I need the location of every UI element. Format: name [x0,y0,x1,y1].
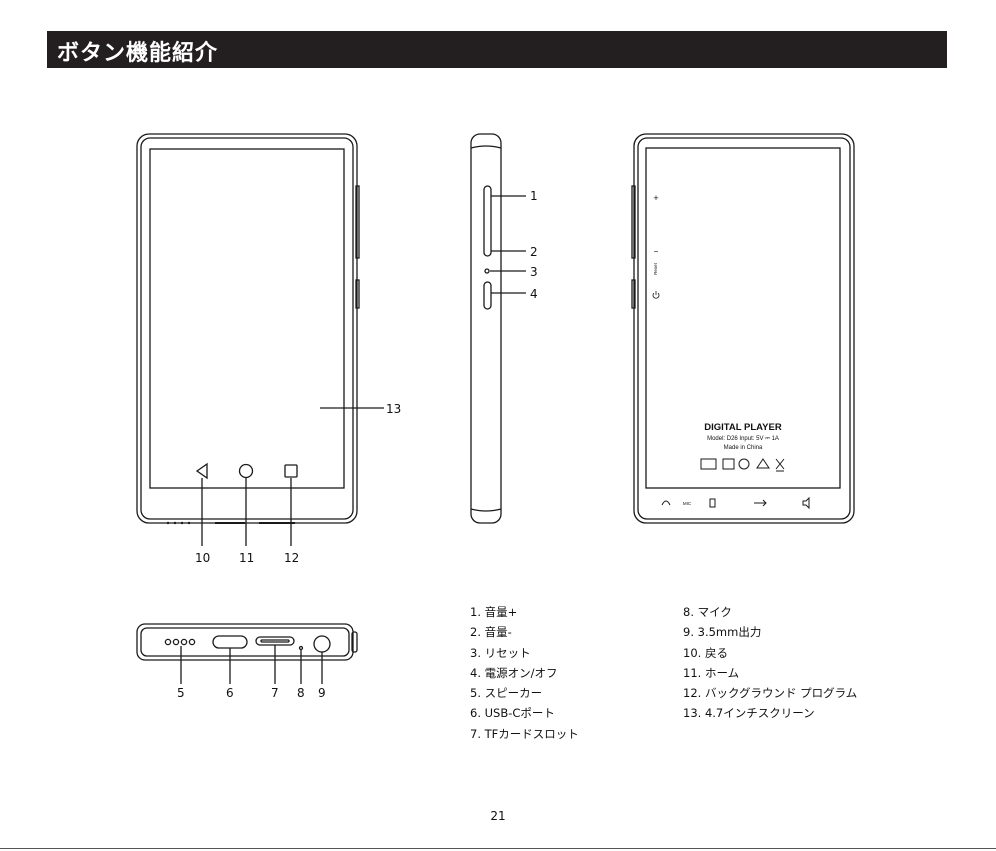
bottom-view [137,624,357,684]
legend-item: 13. 4.7インチスクリーン [683,703,857,723]
back-label-brand: DIGITAL PLAYER [704,422,782,433]
front-view [137,134,384,546]
legend-item: 2. 音量- [470,622,579,642]
legend-item: 8. マイク [683,602,857,622]
headphone-icon [662,501,670,505]
footer-rule [0,848,996,849]
reset-hole [485,269,489,273]
callout-9: 9 [318,686,326,700]
volume-up-button [484,186,491,256]
back-body [634,134,854,523]
callout-11: 11 [239,551,254,565]
back-port-mic: MIC [683,501,692,506]
side-body [471,134,501,523]
recents-nav-icon [285,465,297,477]
legend-right: 8. マイク 9. 3.5mm出力 10. 戻る 11. ホーム 12. バック… [683,602,857,724]
speaker-holes [165,639,194,644]
back-label-origin: Made in China [724,445,763,451]
power-symbol-icon [653,291,659,298]
mic-hole [300,647,303,650]
legend-item: 5. スピーカー [470,683,579,703]
front-body-inner [141,138,353,519]
side-cap-top [471,146,501,148]
callout-3: 3 [530,265,538,279]
callout-7: 7 [271,686,279,700]
speaker-icon [803,498,809,508]
ukca-mark [723,459,734,469]
callout-6: 6 [226,686,234,700]
legend-item: 6. USB-Cポート [470,703,579,723]
sd-card-icon [710,499,715,507]
back-nav-icon [197,464,207,478]
back-body-inner [638,138,850,519]
callout-13: 13 [386,402,401,416]
callout-1: 1 [530,189,538,203]
page-number: 21 [0,809,996,823]
recycle-icon [757,459,769,468]
back-side-minus: − [654,247,659,256]
front-screen [150,149,344,488]
fc-mark [701,459,716,469]
usb-c-port [213,636,247,648]
home-nav-icon [240,465,253,478]
side-view [471,134,526,523]
back-view [632,134,854,523]
legend-item: 3. リセット [470,643,579,663]
callout-10: 10 [195,551,210,565]
legend-item: 11. ホーム [683,663,857,683]
back-side-reset: Reset [653,262,658,275]
bottom-body-inner [141,628,349,656]
legend-left: 1. 音量+ 2. 音量- 3. リセット 4. 電源オン/オフ 5. スピーカ… [470,602,579,744]
legend-item: 7. TFカードスロット [470,724,579,744]
callout-5: 5 [177,686,185,700]
legend-item: 4. 電源オン/オフ [470,663,579,683]
callout-2: 2 [530,245,538,259]
callout-12: 12 [284,551,299,565]
legend-item: 12. バックグラウンド プログラム [683,683,857,703]
ce-mark [739,459,749,469]
legend-item: 9. 3.5mm出力 [683,622,857,642]
weee-icon [776,459,784,471]
legend-item: 1. 音量+ [470,602,579,622]
certification-marks [701,459,784,471]
back-side-plus: + [653,193,658,203]
usb-icon [754,500,766,506]
power-button [484,282,491,309]
callout-8: 8 [297,686,305,700]
tf-card-slot [256,637,294,645]
tf-card-slot-inner [261,640,289,642]
audio-jack [314,636,330,652]
callout-4: 4 [530,287,538,301]
back-label-model: Model: D26 Input: 5V ⎓ 1A [707,436,779,442]
legend-item: 10. 戻る [683,643,857,663]
bottom-body [137,624,353,660]
side-cap-bottom [471,509,501,511]
